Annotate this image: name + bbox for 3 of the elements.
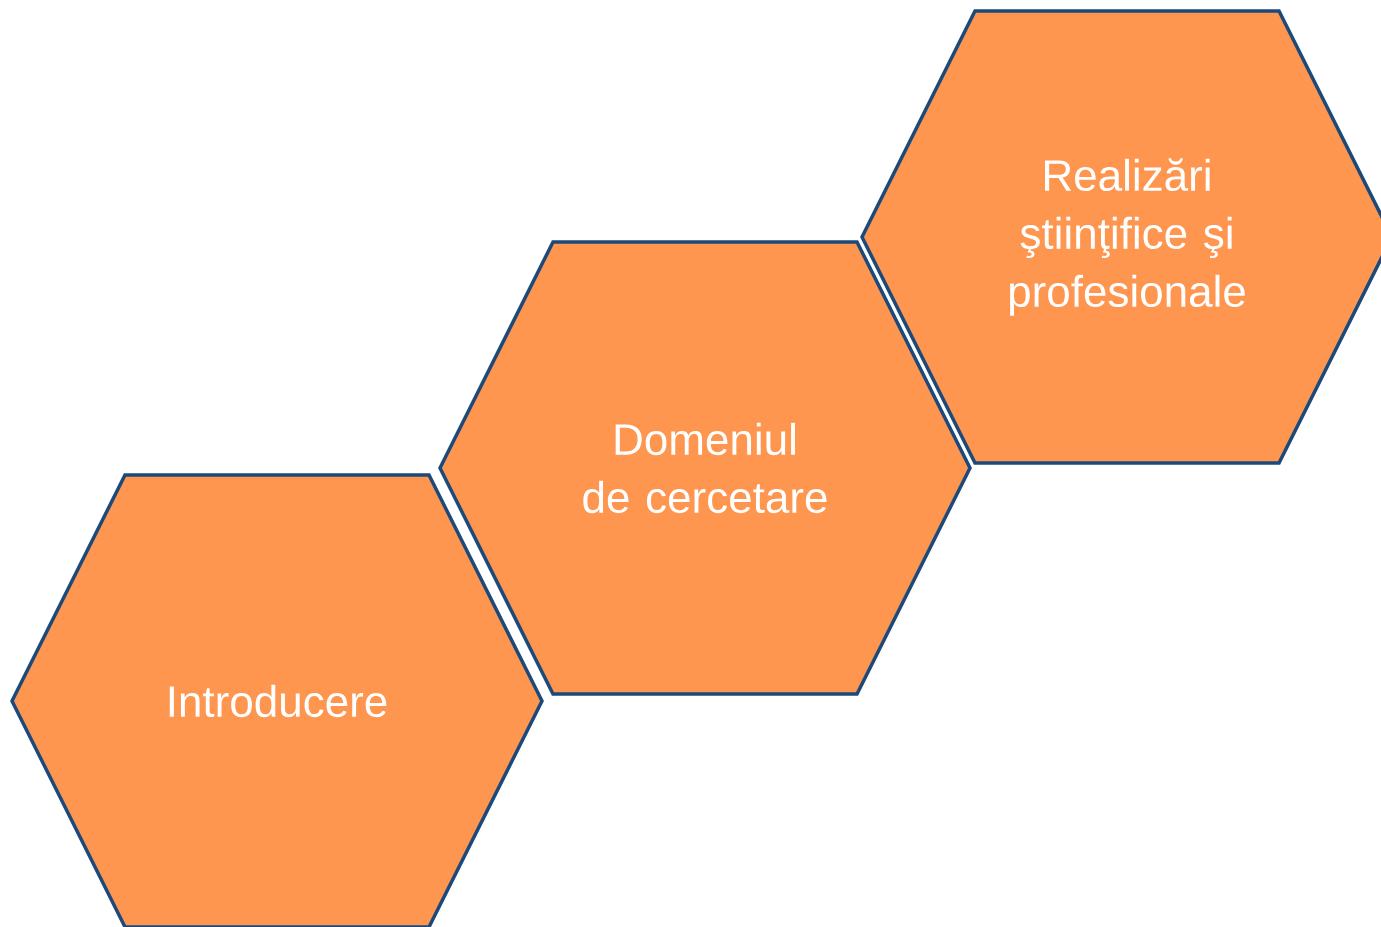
hexagon: Domeniul de cercetare <box>438 240 972 696</box>
hexagon: Introducere <box>10 473 544 927</box>
hexagon: Realizări ştiinţifice şi profesionale <box>860 9 1381 465</box>
